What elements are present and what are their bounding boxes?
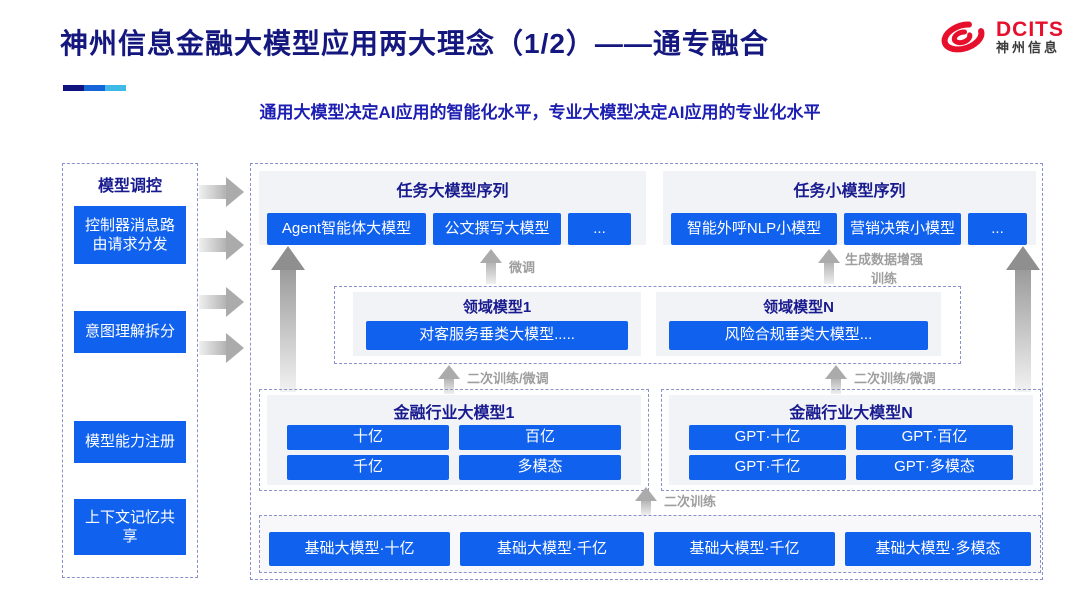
up-arrow-icon-tall-left bbox=[271, 246, 305, 392]
block-marketing-small-model: 营销决策小模型 bbox=[844, 213, 961, 245]
logo-brand-cn-text: 神州信息 bbox=[996, 40, 1061, 56]
label-gen-data-training: 生成数据增强 训练 bbox=[845, 249, 923, 287]
label-finetune: 微调 bbox=[509, 260, 536, 275]
block-base-model-hundred-billion-1: 基础大模型·千亿 bbox=[460, 532, 644, 566]
sidebar-item-capability-register: 模型能力注册 bbox=[74, 421, 186, 463]
domain-model-n-title: 领域模型N bbox=[763, 299, 834, 316]
block-billion: 十亿 bbox=[287, 425, 449, 450]
task-large-model-group: 任务大模型序列 Agent智能体大模型 公文撰写大模型 ... bbox=[259, 171, 646, 245]
label-retrain: 二次训练 bbox=[664, 494, 717, 509]
domain-model-1-group: 领域模型1 对客服务垂类大模型..... bbox=[353, 292, 641, 356]
accent-bar-navy bbox=[63, 85, 84, 91]
up-arrow-icon-gen-data bbox=[818, 249, 840, 284]
block-gpt-ten-billion: GPT·百亿 bbox=[856, 425, 1013, 450]
block-outbound-nlp-small-model: 智能外呼NLP小模型 bbox=[671, 213, 837, 245]
block-agent-large-model: Agent智能体大模型 bbox=[267, 213, 426, 245]
task-small-title: 任务小模型序列 bbox=[793, 183, 906, 200]
industry-model-n-container: 金融行业大模型N GPT·十亿 GPT·百亿 GPT·千亿 GPT·多模态 bbox=[661, 389, 1041, 491]
block-ten-billion: 百亿 bbox=[459, 425, 621, 450]
label-gen-data-line2: 训练 bbox=[871, 271, 898, 286]
block-base-model-billion: 基础大模型·十亿 bbox=[269, 532, 450, 566]
sidebar-item-context-memory: 上下文记忆共享 bbox=[74, 499, 186, 555]
model-architecture-diagram: 任务大模型序列 Agent智能体大模型 公文撰写大模型 ... 任务小模型序列 … bbox=[250, 163, 1043, 580]
right-arrow-icon bbox=[199, 287, 245, 317]
block-task-small-more: ... bbox=[968, 213, 1027, 245]
block-gpt-billion: GPT·十亿 bbox=[689, 425, 846, 450]
up-arrow-icon-finetune bbox=[480, 249, 502, 284]
block-base-model-hundred-billion-2: 基础大模型·千亿 bbox=[654, 532, 835, 566]
industry-model-n-group: 金融行业大模型N GPT·十亿 GPT·百亿 GPT·千亿 GPT·多模态 bbox=[669, 395, 1033, 485]
right-arrow-icon bbox=[199, 230, 245, 260]
right-arrow-icon bbox=[199, 333, 245, 363]
accent-bar-blue bbox=[84, 85, 105, 91]
sidebar-title: 模型调控 bbox=[97, 178, 162, 195]
block-task-large-more: ... bbox=[568, 213, 631, 245]
logo-brand-text: DCITS bbox=[996, 18, 1064, 42]
block-gpt-multimodal: GPT·多模态 bbox=[856, 455, 1013, 480]
block-multimodal: 多模态 bbox=[459, 455, 621, 480]
accent-bar bbox=[63, 85, 126, 91]
domain-model-1-title: 领域模型1 bbox=[462, 299, 532, 316]
page-subtitle: 通用大模型决定AI应用的智能化水平，专业大模型决定AI应用的专业化水平 bbox=[259, 103, 821, 122]
up-arrow-icon-retrain-left bbox=[438, 365, 460, 394]
label-retrain-finetune-left: 二次训练/微调 bbox=[467, 371, 549, 386]
dcits-swirl-icon bbox=[941, 21, 985, 53]
domain-models-container bbox=[334, 286, 961, 364]
block-customer-service-vertical-model: 对客服务垂类大模型..... bbox=[365, 321, 629, 350]
task-small-model-group: 任务小模型序列 智能外呼NLP小模型 营销决策小模型 ... bbox=[663, 171, 1036, 245]
block-gpt-hundred-billion: GPT·千亿 bbox=[689, 455, 846, 480]
label-retrain-finetune-right: 二次训练/微调 bbox=[854, 371, 936, 386]
block-base-model-multimodal: 基础大模型·多模态 bbox=[845, 532, 1031, 566]
base-models-container: 基础大模型·十亿 基础大模型·千亿 基础大模型·千亿 基础大模型·多模态 bbox=[259, 515, 1041, 573]
up-arrow-icon-retrain-right bbox=[825, 365, 847, 394]
page-title: 神州信息金融大模型应用两大理念（1/2）——通专融合 bbox=[60, 28, 769, 59]
up-arrow-icon-retrain-base bbox=[635, 487, 657, 515]
industry-model-1-group: 金融行业大模型1 十亿 百亿 千亿 多模态 bbox=[267, 395, 641, 485]
model-control-sidebar: 模型调控 控制器消息路由请求分发 意图理解拆分 模型能力注册 上下文记忆共享 bbox=[62, 163, 198, 578]
industry-model-n-title: 金融行业大模型N bbox=[789, 405, 913, 422]
label-gen-data-line1: 生成数据增强 bbox=[845, 252, 924, 267]
dcits-logo: DCITS 神州信息 bbox=[936, 16, 1064, 58]
block-document-large-model: 公文撰写大模型 bbox=[433, 213, 561, 245]
accent-bar-cyan bbox=[105, 85, 126, 91]
domain-model-n-group: 领域模型N 风险合规垂类大模型... bbox=[656, 292, 941, 356]
sidebar-item-controller-routing: 控制器消息路由请求分发 bbox=[74, 206, 186, 264]
industry-model-1-title: 金融行业大模型1 bbox=[393, 405, 515, 422]
sidebar-item-intent-split: 意图理解拆分 bbox=[74, 311, 186, 353]
industry-model-1-container: 金融行业大模型1 十亿 百亿 千亿 多模态 bbox=[259, 389, 649, 491]
up-arrow-icon-tall-right bbox=[1006, 246, 1040, 392]
task-large-title: 任务大模型序列 bbox=[396, 183, 509, 200]
block-hundred-billion: 千亿 bbox=[287, 455, 449, 480]
right-arrow-icon bbox=[199, 177, 245, 207]
block-risk-compliance-vertical-model: 风险合规垂类大模型... bbox=[668, 321, 929, 350]
